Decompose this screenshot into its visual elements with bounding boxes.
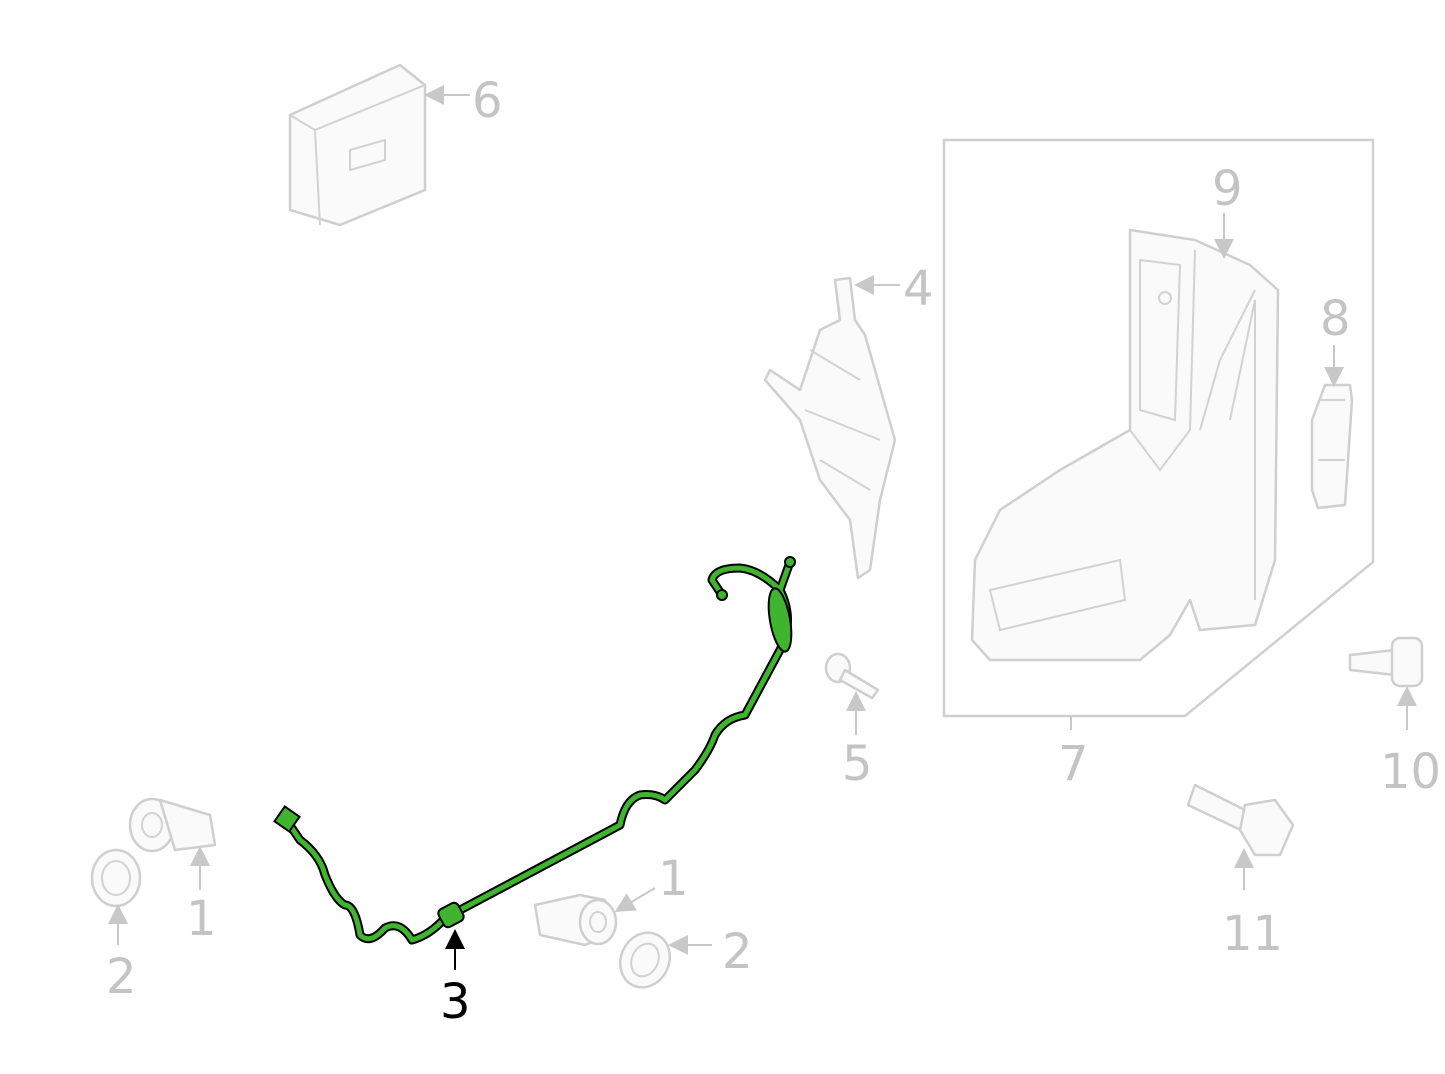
callout-1-right: 1 [658,851,689,907]
callout-8: 8 [1320,291,1351,347]
screw-part-10[interactable] [1348,636,1424,688]
seat-panel-part-9 [970,228,1280,662]
callout-3: 3 [440,974,471,1030]
callout-9: 9 [1212,161,1243,217]
wire-harness-part-3[interactable] [273,556,796,945]
control-module-part-6[interactable] [288,63,427,227]
sensor-part-1-left[interactable] [128,797,217,853]
callout-5: 5 [842,736,873,792]
pin-part-5[interactable] [824,652,880,700]
seat-assembly-box-part-7[interactable] [942,138,1375,718]
callout-1-left: 1 [186,891,217,947]
switch-part-8[interactable] [1310,383,1354,510]
bolt-part-11[interactable] [1186,783,1295,857]
callout-11: 11 [1222,906,1283,962]
ring-part-2-left[interactable] [90,848,142,908]
callout-10: 10 [1380,744,1441,800]
sensor-part-1-right[interactable] [533,893,618,947]
ring-part-2-right[interactable] [611,924,678,995]
callout-2-left: 2 [106,949,137,1005]
callout-2-right: 2 [722,924,753,980]
callout-7: 7 [1058,736,1089,792]
callout-4: 4 [903,261,934,317]
callout-6: 6 [472,73,503,129]
latch-bracket-part-4[interactable] [763,276,897,580]
